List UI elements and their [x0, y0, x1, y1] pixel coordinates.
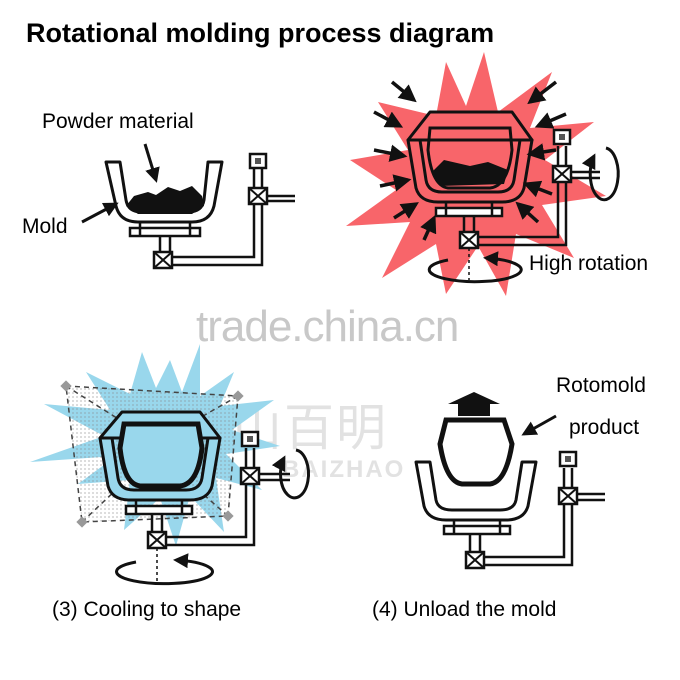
rotomold-label-line2: product: [569, 416, 640, 439]
watermark-brand: BAIZHAO: [282, 456, 406, 483]
unload-arrow-icon: [448, 392, 500, 416]
step2-mold-icon: [406, 138, 534, 204]
step4-mold-icon: [414, 460, 538, 522]
heat-arrow-icons: [373, 80, 567, 241]
step3-product-icon: [117, 421, 205, 489]
rotomold-label-line1: Rotomold: [556, 374, 646, 397]
mold-arrow: [81, 202, 119, 224]
product-arrow: [521, 414, 557, 436]
step3-vertical-rotation-icon: [271, 448, 310, 500]
mold-label: Mold: [22, 215, 68, 238]
horizontal-rotation-icon: [427, 251, 523, 284]
vertical-rotation-icon: [581, 146, 620, 202]
powder-icon: [126, 186, 204, 214]
high-rotation-label: High rotation: [529, 252, 649, 275]
step3-caption: (3) Cooling to shape: [52, 598, 242, 621]
diagram-title: Rotational molding process diagram: [26, 18, 495, 48]
powder-arrow: [143, 143, 160, 183]
step4-caption: (4) Unload the mold: [372, 598, 557, 621]
watermark-site: trade.china.cn: [196, 302, 459, 351]
step2-heating-group: [346, 52, 620, 296]
step4-unload-group: [414, 392, 605, 570]
step1-mold-group: [81, 143, 295, 270]
step3-cooling-group: [30, 344, 310, 586]
step3-horizontal-rotation-icon: [115, 553, 214, 586]
step3-mold-icon: [98, 436, 222, 502]
powder-label: Powder material: [42, 110, 194, 133]
step4-product-icon: [437, 417, 515, 487]
